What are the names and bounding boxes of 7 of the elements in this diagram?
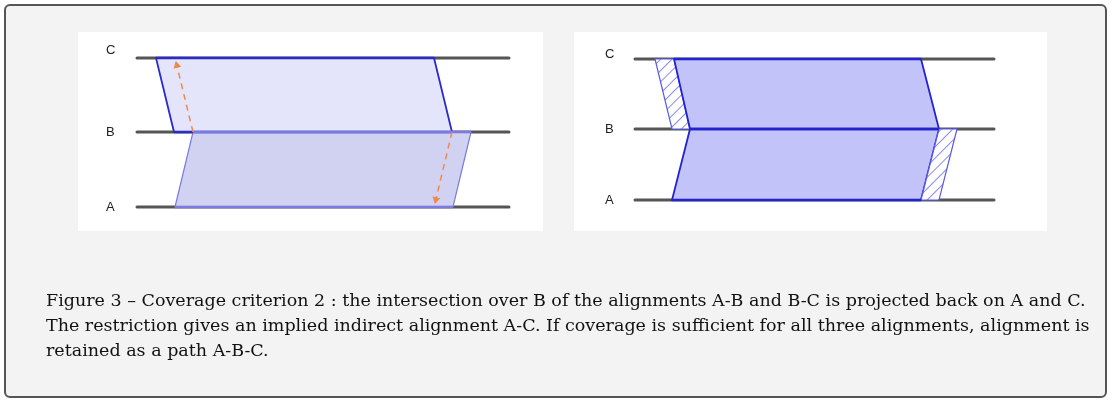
sequence-label: B [106,125,115,139]
sequence-label: C [605,47,615,61]
sequence-label: A [106,200,115,214]
sequence-label: A [605,193,614,207]
sequence-label: C [106,43,116,57]
sequence-label: B [605,122,614,136]
figure-caption: Figure 3 – Coverage criterion 2 : the intersection over B of the alignments A-B and B-C is projected back on A and C. The restriction gives an implied indirect alignment A-C. If coverage is sufficient for all three alignments, alignment is retained as a path A-B-C. [46,289,1091,362]
